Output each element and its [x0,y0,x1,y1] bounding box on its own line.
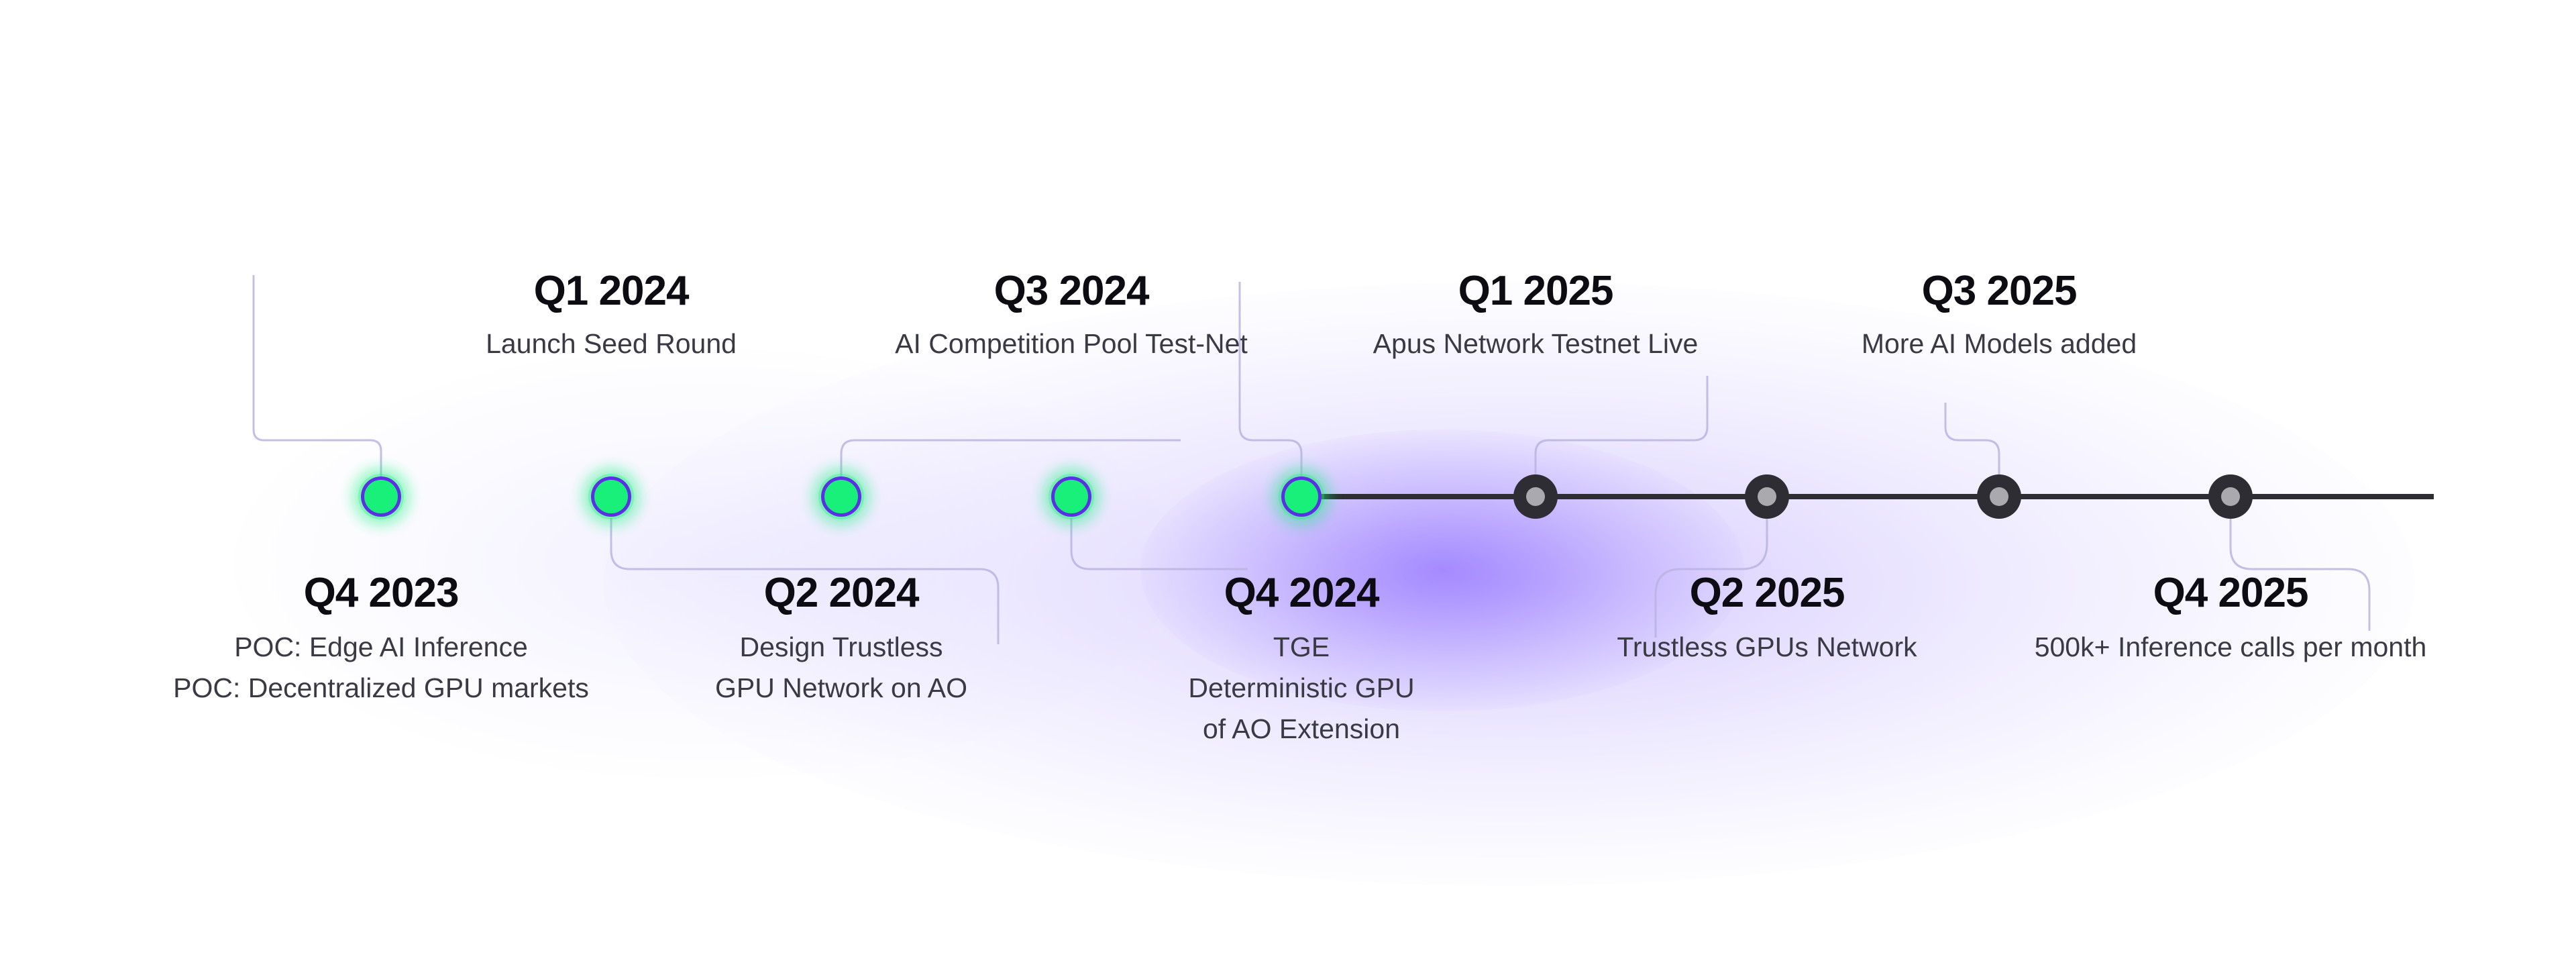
milestone-q2-2025: Q2 2025 Trustless GPUs Network [1465,569,2069,668]
milestone-title: Q1 2024 [533,268,690,314]
node-dot-upcoming [1526,487,1545,506]
description-line: Apus Network Testnet Live [1373,328,1699,359]
connector-line [840,439,1181,478]
milestone-title: Q2 2025 [1689,570,1845,616]
timeline-nodes [358,474,2253,519]
connector-line [252,275,382,478]
milestone-description: TGE Deterministic GPU of AO Extension [1000,627,1603,750]
milestone-node [1049,474,1094,519]
milestone-q3-2024: Q3 2024 AI Competition Pool Test-Net [769,267,1373,364]
milestone-q4-2025: Q4 2025 500k+ Inference calls per month [1929,569,2532,668]
description-line: More AI Models added [1861,328,2137,359]
description-line: TGE [1273,631,1330,662]
description-line: of AO Extension [1202,713,1400,744]
description-line: Trustless GPUs Network [1617,631,1917,662]
milestone-node [2208,474,2253,519]
node-dot-completed [824,480,858,513]
node-dot-completed [364,480,398,513]
milestone-title: Q2 2024 [763,570,920,616]
milestone-description: POC: Edge AI Inference POC: Decentralize… [79,627,683,709]
node-dot-completed [594,480,628,513]
description-line: Launch Seed Round [486,328,737,359]
milestone-description: AI Competition Pool Test-Net [769,323,1373,364]
milestone-node [358,474,404,519]
connector-line [1534,376,1709,478]
milestone-description: More AI Models added [1697,323,2301,364]
node-dot-completed [1055,480,1088,513]
connector-line [2229,518,2371,631]
milestone-node [1513,474,1558,519]
milestone-title: Q3 2024 [994,268,1150,314]
milestone-description: 500k+ Inference calls per month [1929,627,2532,668]
milestone-description: Apus Network Testnet Live [1234,323,1837,364]
milestone-q3-2025: Q3 2025 More AI Models added [1697,267,2301,364]
node-dot-upcoming [1990,487,2008,506]
node-dot-upcoming [2221,487,2240,506]
milestone-node [1279,474,1324,519]
milestone-title: Q1 2025 [1458,268,1614,314]
milestone-node [1745,474,1789,519]
milestone-description: Trustless GPUs Network [1465,627,2069,668]
description-line: Design Trustless [739,631,943,662]
milestone-q1-2024: Q1 2024 Launch Seed Round [309,267,913,364]
milestone-node [588,474,634,519]
milestone-node [1977,474,2021,519]
milestone-title: Q4 2025 [2153,570,2309,616]
milestone-description: Design Trustless GPU Network on AO [539,627,1143,709]
milestone-q2-2024: Q2 2024 Design Trustless GPU Network on … [539,569,1143,709]
connector-line [1070,518,1248,570]
milestone-title: Q4 2023 [303,570,460,616]
description-line: POC: Decentralized GPU markets [173,672,589,703]
description-line: AI Competition Pool Test-Net [895,328,1248,359]
connector-line [610,518,1000,644]
milestone-title: Q4 2024 [1224,570,1380,616]
node-dot-completed [1285,480,1318,513]
node-dot-upcoming [1758,487,1776,506]
description-line: 500k+ Inference calls per month [2034,631,2427,662]
milestone-node [818,474,864,519]
connector-line [1238,282,1303,478]
milestone-description: Launch Seed Round [309,323,913,364]
connector-line [1944,403,2000,478]
milestone-q1-2025: Q1 2025 Apus Network Testnet Live [1234,267,1837,364]
description-line: GPU Network on AO [715,672,967,703]
connector-lines [252,275,2371,644]
description-line: POC: Edge AI Inference [234,631,528,662]
description-line: Deterministic GPU [1188,672,1415,703]
milestone-q4-2023: Q4 2023 POC: Edge AI Inference POC: Dece… [79,569,683,709]
milestone-q4-2024: Q4 2024 TGE Deterministic GPU of AO Exte… [1000,569,1603,750]
milestone-title: Q3 2025 [1921,268,2078,314]
connector-line [1654,518,1768,638]
